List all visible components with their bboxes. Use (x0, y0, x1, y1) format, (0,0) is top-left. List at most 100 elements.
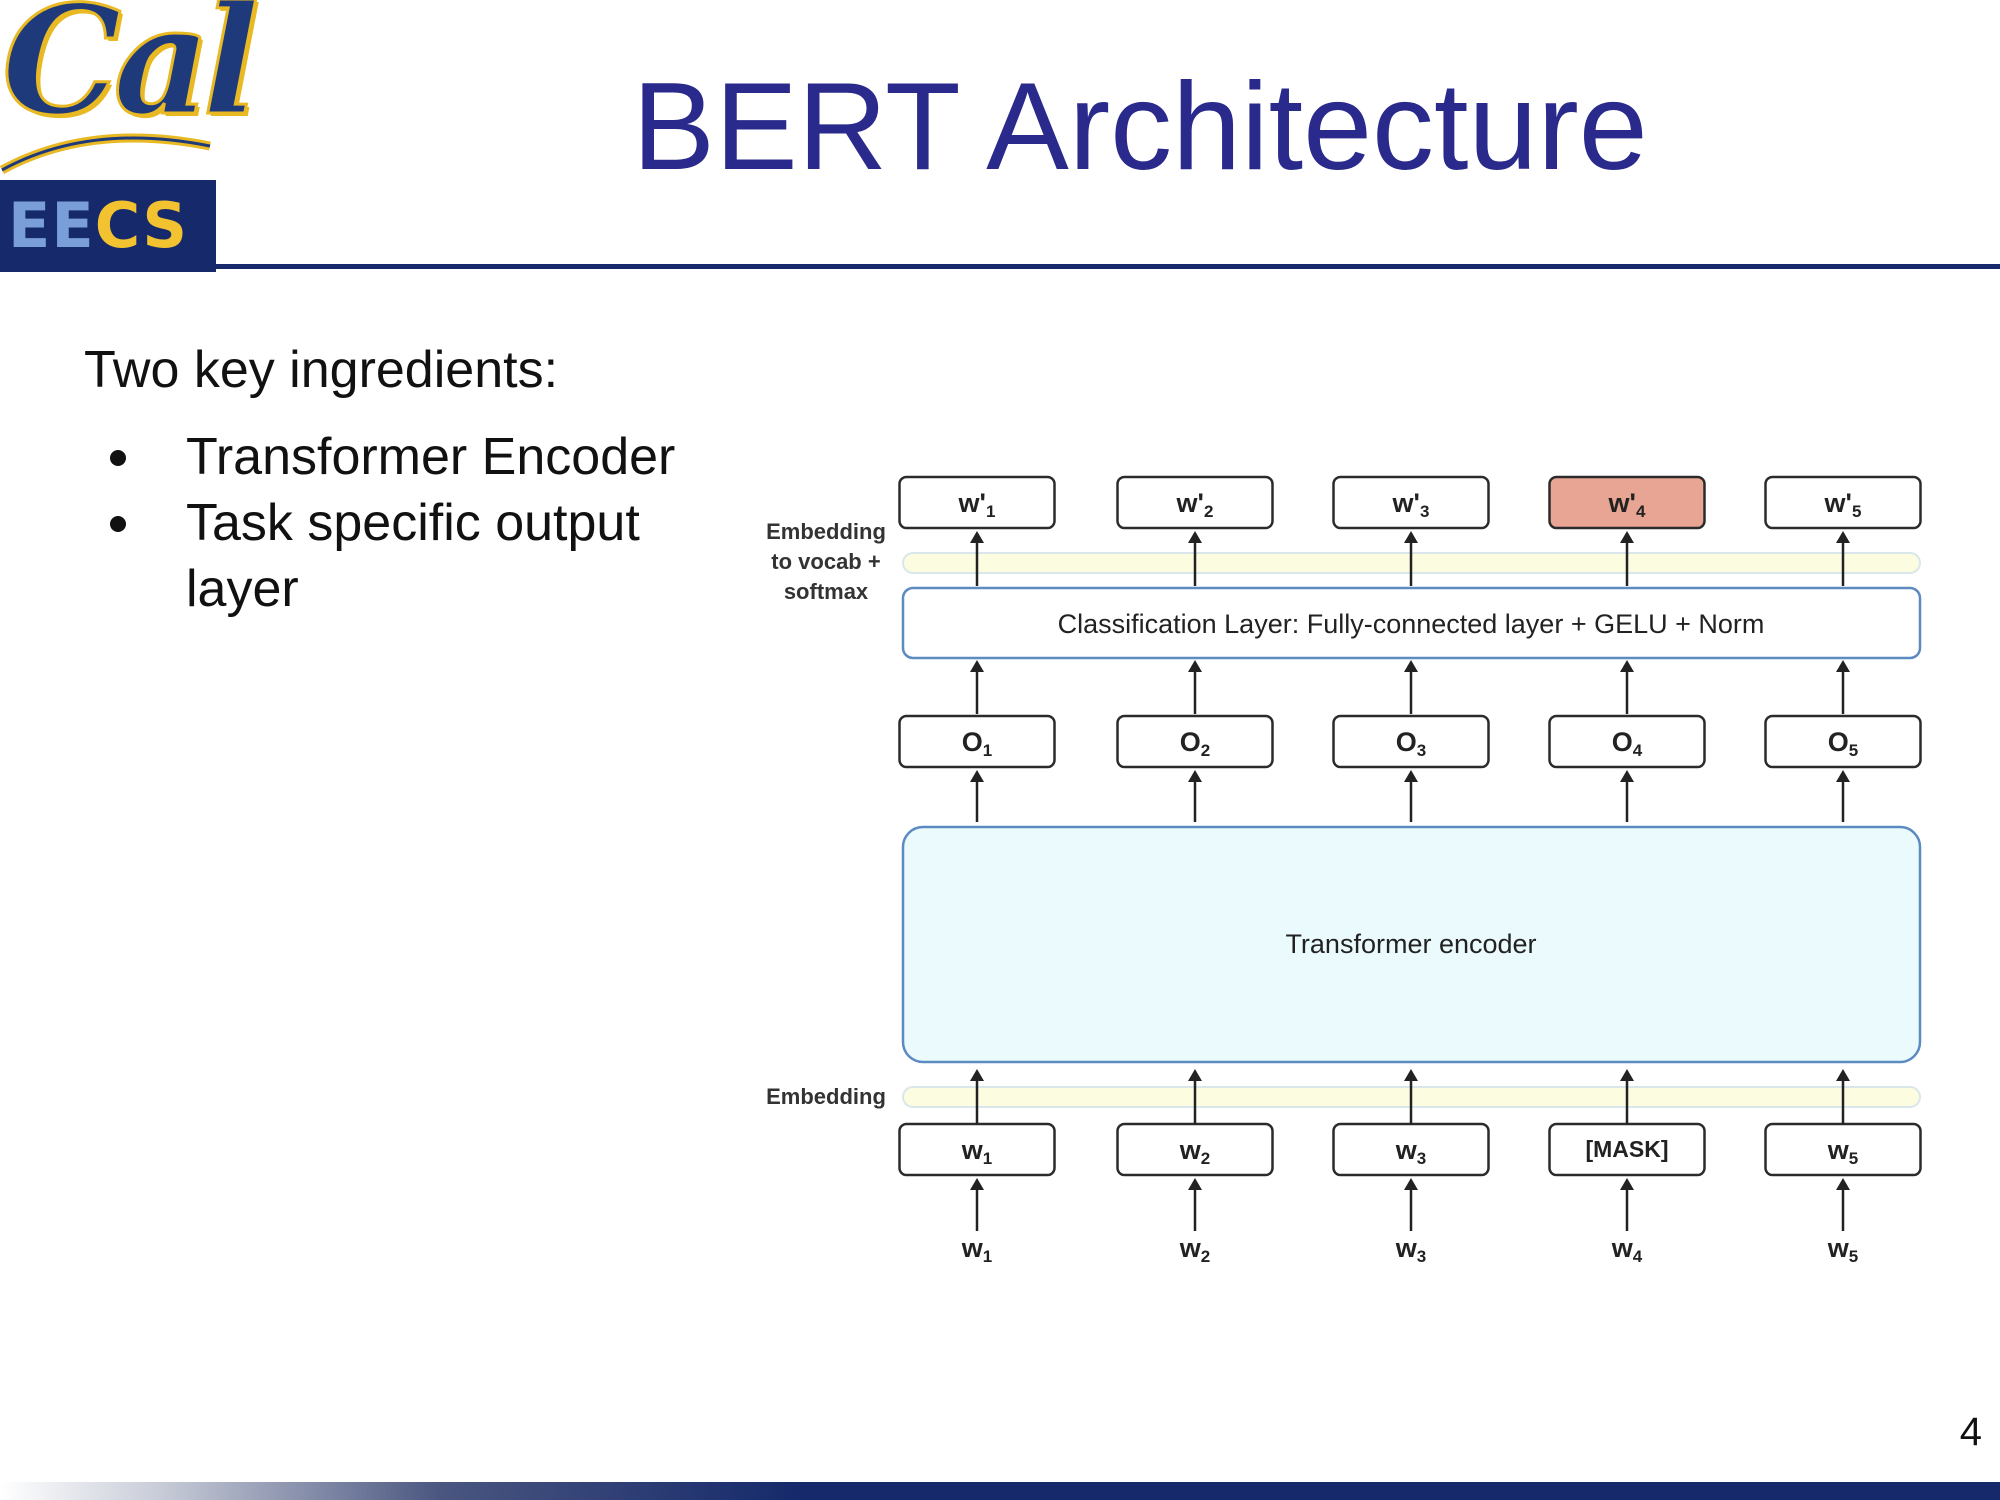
encoder-output-label-subscript: 1 (983, 741, 992, 760)
embedding-to-vocab-label-line: Embedding (766, 519, 886, 544)
slide-title: BERT Architecture (632, 58, 1648, 196)
page-number: 4 (1959, 1410, 1982, 1454)
output-token-label-subscript: 3 (1420, 502, 1429, 521)
encoder-output-label: O1 (962, 727, 992, 760)
input-token-label: w3 (1395, 1135, 1426, 1168)
to-output-arrow-head (1404, 531, 1418, 543)
input-token-label-base: w (1179, 1135, 1202, 1165)
input-token-label: w1 (961, 1135, 992, 1168)
encoder-output-box (1116, 714, 1274, 769)
raw-input-label-base: w (1395, 1233, 1418, 1263)
output-token-box (1764, 475, 1922, 530)
output-token-label: w'2 (1176, 488, 1214, 521)
to-classification-arrow-head (970, 660, 984, 672)
output-token-label-subscript: 1 (986, 502, 995, 521)
encoder-out-arrow-head (1836, 770, 1850, 782)
embedding-label: Embedding (766, 1084, 886, 1109)
encoder-output-label-subscript: 5 (1849, 741, 1858, 760)
raw-input-label-subscript: 5 (1849, 1247, 1858, 1266)
embedding-arrow-head (970, 1069, 984, 1081)
transformer-encoder-label: Transformer encoder (1285, 929, 1536, 959)
raw-input-label-base: w (1827, 1233, 1850, 1263)
input-token-label-subscript: 1 (983, 1149, 992, 1168)
to-classification-arrow-head (1620, 660, 1634, 672)
encoder-output-label: O2 (1180, 727, 1210, 760)
output-token-label-base: w' (1824, 488, 1852, 518)
to-output-arrow-head (1188, 531, 1202, 543)
output-token-label: w'3 (1392, 488, 1430, 521)
raw-input-label-base: w (1179, 1233, 1202, 1263)
bullet-dot (110, 516, 126, 532)
embedding-to-vocab-label-line: softmax (784, 579, 869, 604)
to-classification-arrow-head (1404, 660, 1418, 672)
transformer-encoder-box (901, 825, 1922, 1064)
input-token-label-subscript: 2 (1201, 1149, 1210, 1168)
encoder-output-label-base: O (1612, 727, 1633, 757)
embedding-arrow-head (1620, 1069, 1634, 1081)
output-token-box (1332, 475, 1490, 530)
input-arrow-head (1836, 1178, 1850, 1190)
input-arrow-head (970, 1178, 984, 1190)
bullet-text: Transformer Encoder (186, 428, 676, 486)
classification-layer-box (901, 586, 1922, 660)
cal-eecs-logo: Cal EECS (0, 0, 261, 272)
input-token-label-base: w (961, 1135, 984, 1165)
output-token-label-subscript: 2 (1204, 502, 1213, 521)
footer-bar (0, 1482, 2000, 1500)
encoder-output-label-base: O (962, 727, 983, 757)
input-token-label-base: w (1827, 1135, 1850, 1165)
encoder-output-box (1764, 714, 1922, 769)
encoder-output-label: O4 (1612, 727, 1643, 760)
raw-input-label-subscript: 2 (1201, 1247, 1210, 1266)
output-token-label-base: w' (1608, 488, 1636, 518)
output-token-label-subscript: 4 (1636, 502, 1646, 521)
eecs-logo-ee: EE (8, 189, 95, 262)
input-token-label: w5 (1827, 1135, 1858, 1168)
bullet-item: Transformer Encoder (0, 424, 716, 490)
output-token-box (898, 475, 1056, 530)
raw-input-label-base: w (1611, 1233, 1634, 1263)
raw-input-label: w4 (1611, 1233, 1643, 1266)
encoder-out-arrow-head (1188, 770, 1202, 782)
encoder-output-box (1332, 714, 1490, 769)
encoder-output-box (1548, 714, 1706, 769)
encoder-output-label-subscript: 2 (1201, 741, 1210, 760)
bullet-list: Transformer Encoder Task specific output… (0, 424, 716, 622)
eecs-logo-block: EECS (0, 180, 216, 272)
raw-input-label: w3 (1395, 1233, 1426, 1266)
output-token-label: w'4 (1608, 488, 1646, 521)
encoder-out-arrow-head (1620, 770, 1634, 782)
input-token-label-subscript: 3 (1417, 1149, 1426, 1168)
encoder-output-label-base: O (1396, 727, 1417, 757)
raw-input-label-subscript: 4 (1633, 1247, 1643, 1266)
raw-input-label-base: w (961, 1233, 984, 1263)
to-output-arrow-head (1836, 531, 1850, 543)
input-token-label-base: [MASK] (1585, 1136, 1668, 1162)
bullet-text: Task specific output layer (186, 494, 640, 618)
raw-input-label: w1 (961, 1233, 992, 1266)
output-token-label: w'5 (1824, 488, 1862, 521)
to-classification-arrow-head (1836, 660, 1850, 672)
logo-swoosh (0, 133, 211, 174)
embedding-arrow-head (1836, 1069, 1850, 1081)
encoder-output-label-subscript: 3 (1417, 741, 1426, 760)
to-output-arrow-head (1620, 531, 1634, 543)
bullet-dot (110, 450, 126, 466)
input-token-label: [MASK] (1585, 1136, 1668, 1162)
output-token-box (1116, 475, 1274, 530)
classification-layer-label: Classification Layer: Fully-connected la… (1058, 609, 1765, 639)
encoder-output-box (898, 714, 1056, 769)
title-rule (216, 264, 2000, 269)
raw-input-label: w2 (1179, 1233, 1210, 1266)
input-arrow-head (1404, 1178, 1418, 1190)
intro-text: Two key ingredients: (84, 341, 559, 399)
output-token-label-subscript: 5 (1852, 502, 1861, 521)
input-token-label-subscript: 5 (1849, 1149, 1858, 1168)
encoder-output-label: O3 (1396, 727, 1426, 760)
embedding-arrow-head (1188, 1069, 1202, 1081)
output-token-label-base: w' (1176, 488, 1204, 518)
input-arrow-head (1188, 1178, 1202, 1190)
output-token-label-base: w' (958, 488, 986, 518)
to-classification-arrow-head (1188, 660, 1202, 672)
